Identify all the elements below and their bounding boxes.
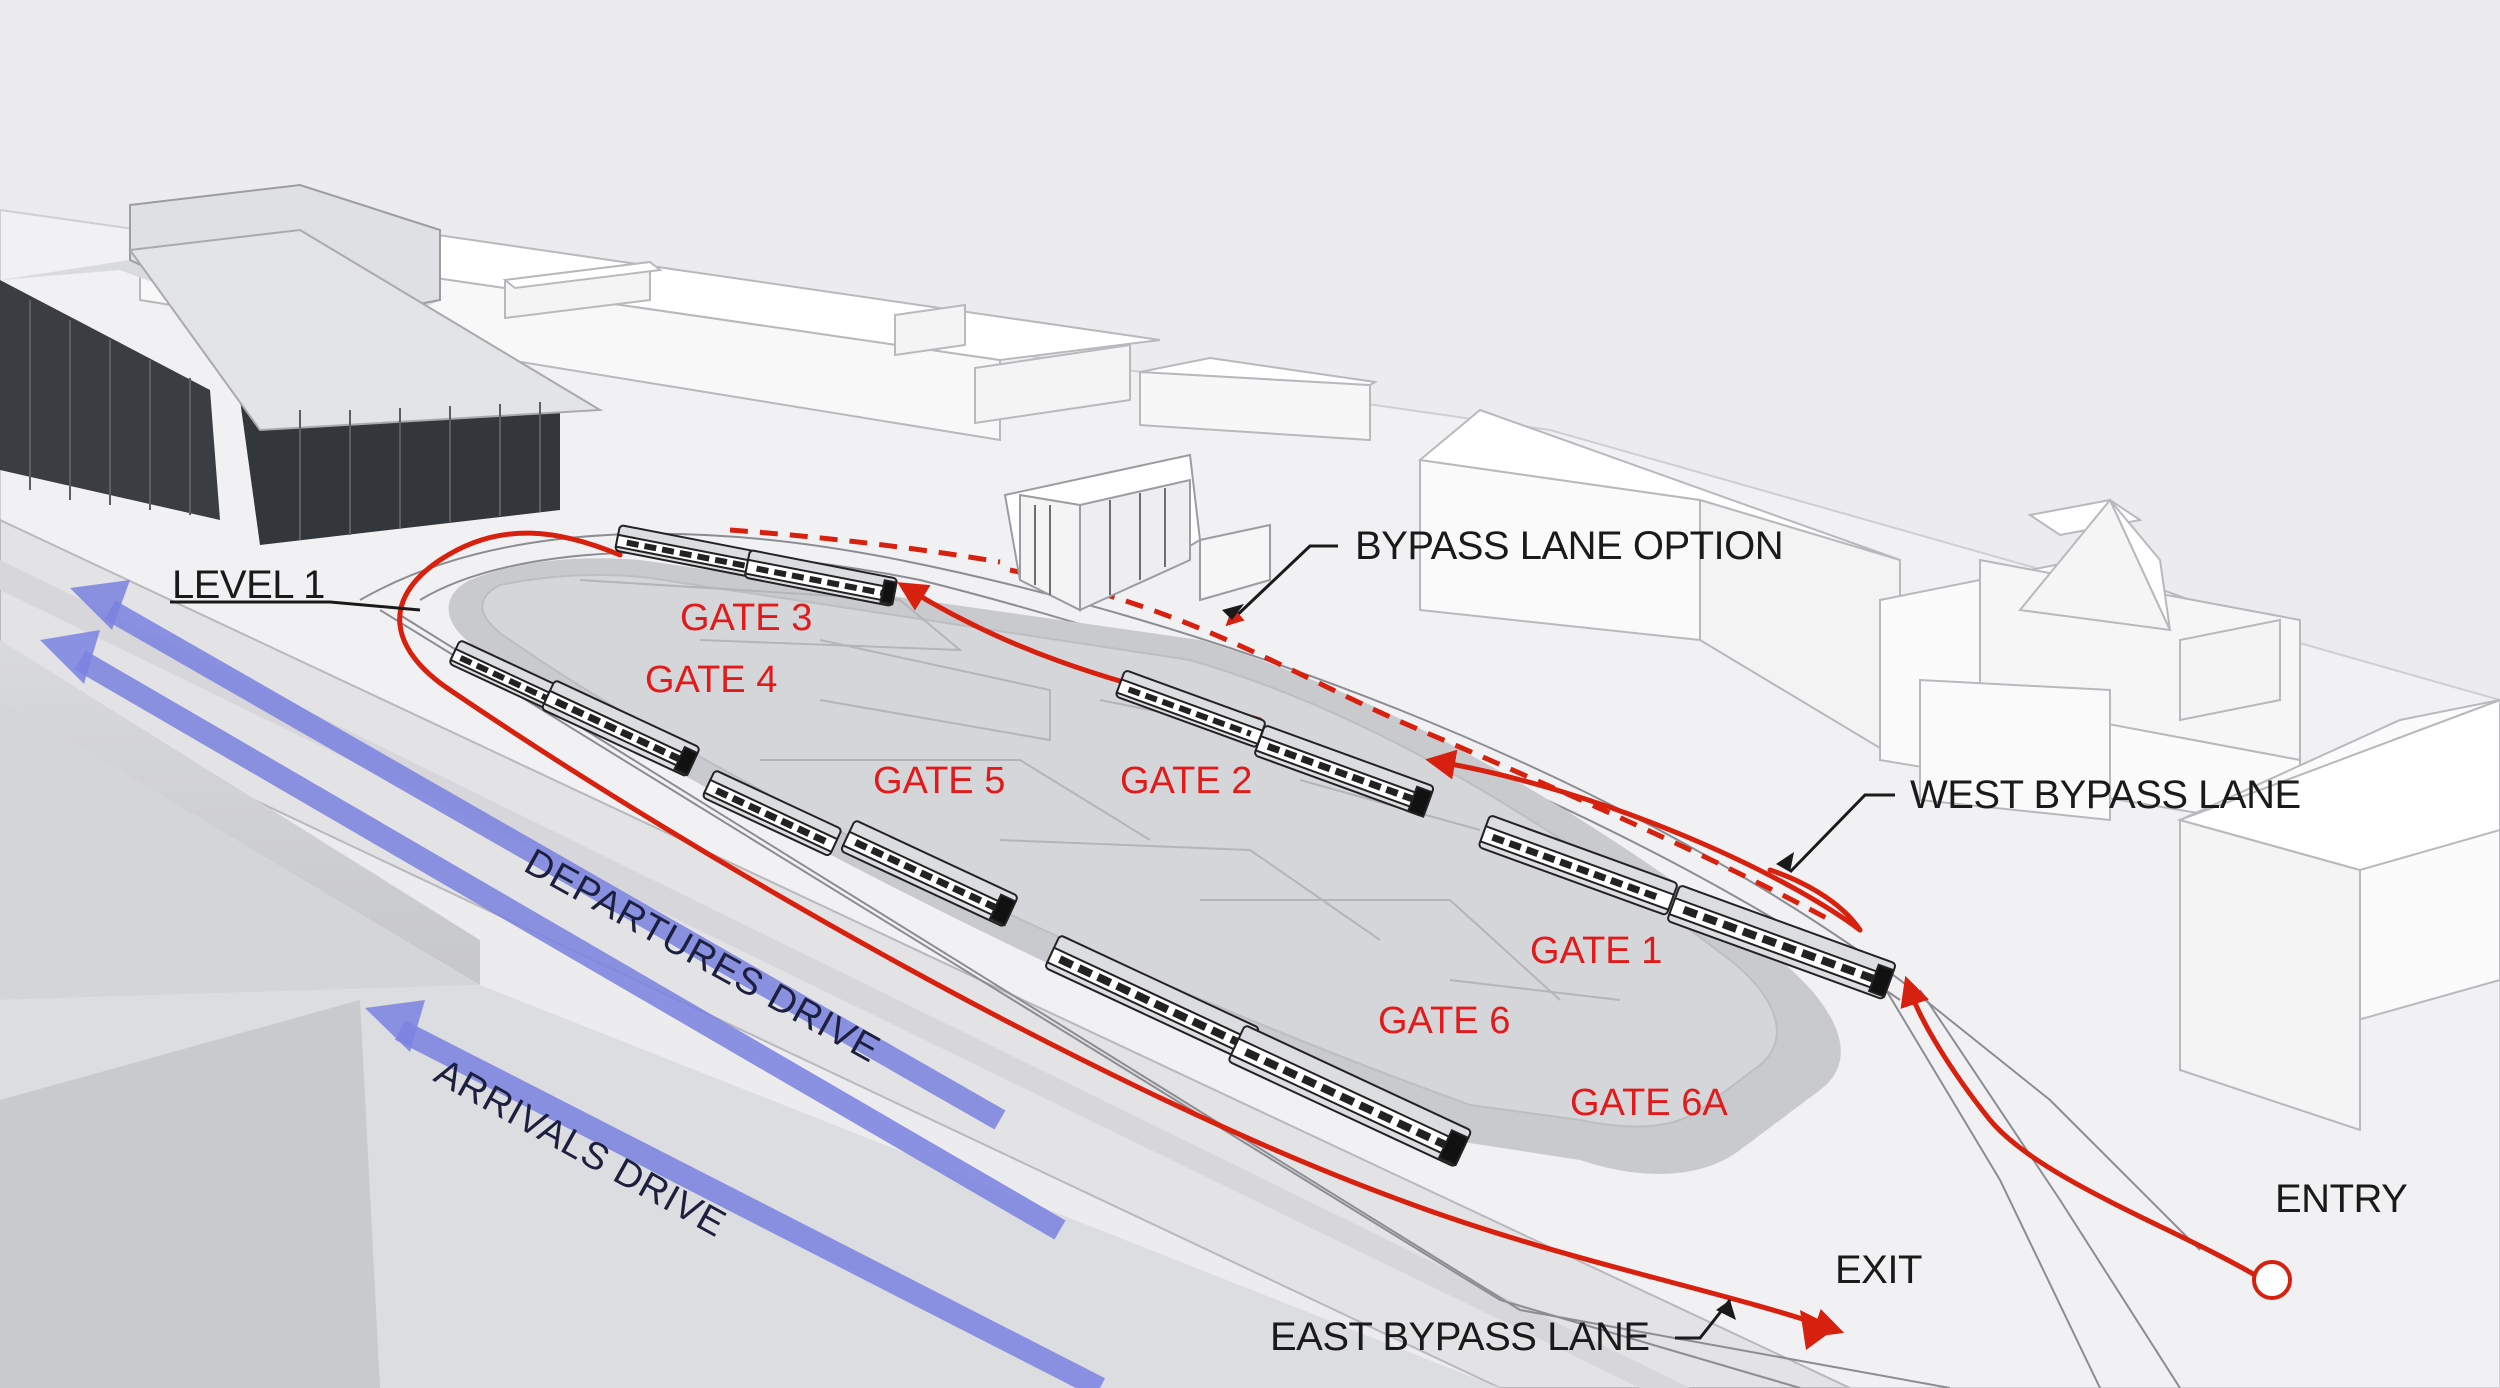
level-1-underline bbox=[170, 600, 421, 612]
bus bbox=[744, 549, 898, 607]
bus bbox=[614, 524, 758, 578]
overpass-shadow bbox=[0, 700, 480, 1000]
bus bbox=[702, 770, 842, 857]
arrow-left-icon bbox=[40, 630, 100, 684]
bus bbox=[840, 820, 1018, 927]
east-bypass-label: EAST BYPASS LANE bbox=[1270, 1315, 1650, 1359]
gate-5-label: GATE 5 bbox=[873, 760, 1005, 802]
west-bypass-leader bbox=[1788, 793, 1895, 874]
arrow-left-icon bbox=[70, 580, 130, 630]
bus bbox=[449, 640, 569, 714]
arrivals-arrow bbox=[394, 1020, 1106, 1388]
east-bypass-pointer-icon bbox=[1716, 1300, 1736, 1320]
bypass-dashed-route bbox=[1009, 567, 1832, 923]
bypass-option-pointer-icon bbox=[1222, 604, 1244, 620]
departures-arrow-2 bbox=[74, 650, 1066, 1240]
terminal-building bbox=[0, 183, 604, 545]
west-bypass-label: WEST BYPASS LANE bbox=[1910, 773, 2301, 817]
bypass-dashed-route-west bbox=[729, 527, 1001, 565]
overpass-beam bbox=[0, 640, 480, 985]
bus bbox=[541, 680, 700, 777]
control-tower bbox=[1003, 453, 1271, 612]
west-bypass-pointer-icon bbox=[1776, 852, 1794, 872]
roadway-shoulder bbox=[0, 560, 1690, 1388]
gate-2-label: GATE 2 bbox=[1120, 760, 1252, 802]
drive-arrows bbox=[74, 600, 1106, 1388]
gate-6a-label: GATE 6A bbox=[1570, 1082, 1728, 1124]
lower-shadow bbox=[0, 1000, 380, 1388]
roadway-deck bbox=[0, 518, 1851, 1388]
exit-label: EXIT bbox=[1835, 1248, 1922, 1292]
drive-arrow-heads bbox=[40, 580, 425, 1052]
exit-arrow-icon bbox=[1800, 1310, 1836, 1350]
departures-arrow-1 bbox=[104, 600, 1006, 1130]
gate-3-label: GATE 3 bbox=[680, 597, 812, 639]
gate-4-label: GATE 4 bbox=[645, 659, 777, 701]
entry-marker-icon bbox=[2252, 1260, 2292, 1300]
bus bbox=[1478, 815, 1678, 916]
bypass-option-leader bbox=[1225, 544, 1338, 627]
level-1-label: LEVEL 1 bbox=[172, 563, 325, 607]
bus bbox=[1667, 885, 1897, 1000]
east-bypass-leader bbox=[1675, 1299, 1732, 1340]
leader-lines bbox=[170, 544, 1895, 1340]
entry-label: ENTRY bbox=[2275, 1177, 2407, 1221]
bus bbox=[1115, 670, 1266, 748]
lower-road bbox=[0, 985, 1500, 1388]
bus bbox=[1228, 1025, 1472, 1167]
bypass-option-label: BYPASS LANE OPTION bbox=[1355, 524, 1783, 568]
track-lines bbox=[359, 532, 2201, 1388]
buses bbox=[449, 524, 1897, 1167]
gate-1-label: GATE 1 bbox=[1530, 930, 1662, 972]
east-buildings bbox=[1417, 408, 2500, 1132]
gate-6-label: GATE 6 bbox=[1378, 1000, 1510, 1042]
arrow-left-icon bbox=[365, 1000, 425, 1052]
bus bbox=[1254, 725, 1435, 818]
